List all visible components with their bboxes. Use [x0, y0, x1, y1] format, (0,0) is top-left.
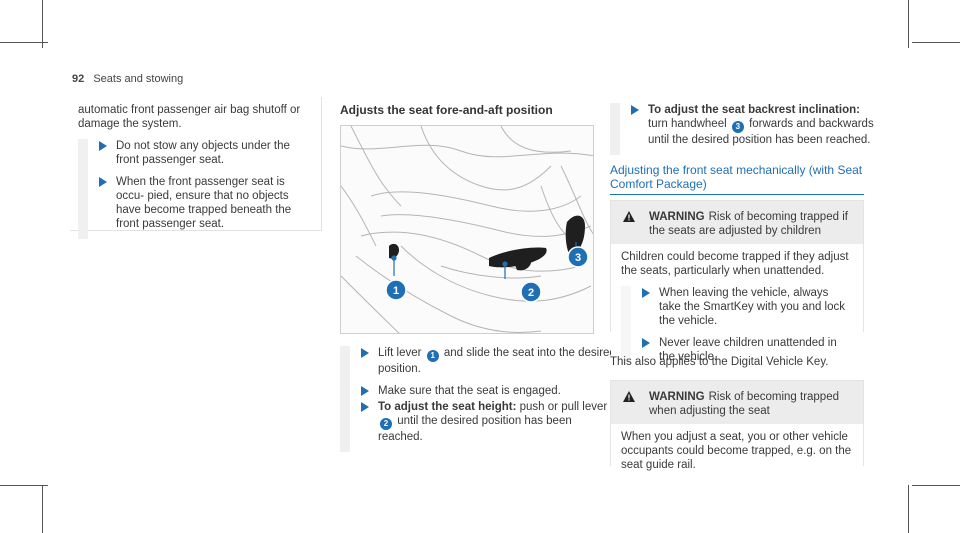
- warning-body: Children could become trapped if they ad…: [611, 244, 863, 364]
- section-title: Adjusting the front seat mechanically (w…: [610, 163, 864, 195]
- page-number: 92: [72, 73, 85, 85]
- intro-text: automatic front passenger air bag shutof…: [78, 104, 301, 130]
- bullet-list: When leaving the vehicle, always take th…: [621, 286, 853, 364]
- crop-mark: [908, 0, 909, 48]
- section-heading: Adjusts the seat fore-and-aft position: [340, 103, 553, 117]
- list-item: Never leave children unattended in the v…: [637, 336, 853, 364]
- column-1: automatic front passenger air bag shutof…: [70, 97, 322, 239]
- triangle-arrow-icon: [361, 348, 369, 358]
- callout-3-label: 3: [575, 252, 581, 264]
- section-name: Seats and stowing: [93, 73, 184, 85]
- triangle-arrow-icon: [642, 338, 650, 348]
- list-item: When leaving the vehicle, always take th…: [637, 286, 853, 328]
- triangle-arrow-icon: [99, 177, 107, 187]
- triangle-arrow-icon: [99, 141, 107, 151]
- list-item: To adjust the seat backrest inclination:…: [626, 103, 876, 147]
- bullet-list: Do not stow any objects under the front …: [78, 139, 316, 239]
- triangle-arrow-icon: [361, 386, 369, 396]
- seat-drawing: 1 2 3: [341, 126, 593, 333]
- crop-mark: [42, 0, 43, 48]
- warning-body: When you adjust a seat, you or other veh…: [611, 424, 863, 472]
- crop-mark: [0, 42, 48, 43]
- bullet-list: Lift lever 1 and slide the seat into the…: [340, 346, 616, 452]
- warning-triangle-icon: [623, 211, 635, 222]
- seat-illustration: 1 2 3: [340, 125, 594, 334]
- callout-badge: 2: [380, 418, 392, 430]
- callout-badge: 3: [731, 121, 744, 133]
- callout-1-label: 1: [393, 285, 399, 297]
- callout-3: [567, 246, 589, 268]
- triangle-arrow-icon: [361, 402, 369, 412]
- callout-2-label: 2: [528, 287, 534, 299]
- triangle-arrow-icon: [642, 288, 650, 298]
- bullet-list: To adjust the seat backrest inclination:…: [610, 103, 876, 155]
- crop-mark: [912, 42, 960, 43]
- crop-mark: [0, 485, 48, 486]
- warning-triangle-icon: [623, 391, 635, 402]
- list-item: Lift lever 1 and slide the seat into the…: [356, 346, 616, 376]
- callout-1: [385, 279, 407, 301]
- list-item: When the front passenger seat is occu- p…: [94, 175, 316, 231]
- crop-mark: [908, 485, 909, 533]
- list-item: Make sure that the seat is engaged.: [356, 384, 616, 398]
- crop-mark: [42, 485, 43, 533]
- callout-2: [520, 281, 542, 303]
- callout-badge: 1: [426, 350, 439, 362]
- page-header: 92 Seats and stowing: [72, 73, 183, 85]
- crop-mark: [912, 485, 960, 486]
- list-item: Do not stow any objects under the front …: [94, 139, 316, 167]
- note-text: This also applies to the Digital Vehicle…: [610, 356, 829, 368]
- list-item: To adjust the seat height: push or pull …: [356, 400, 616, 444]
- triangle-arrow-icon: [631, 105, 639, 115]
